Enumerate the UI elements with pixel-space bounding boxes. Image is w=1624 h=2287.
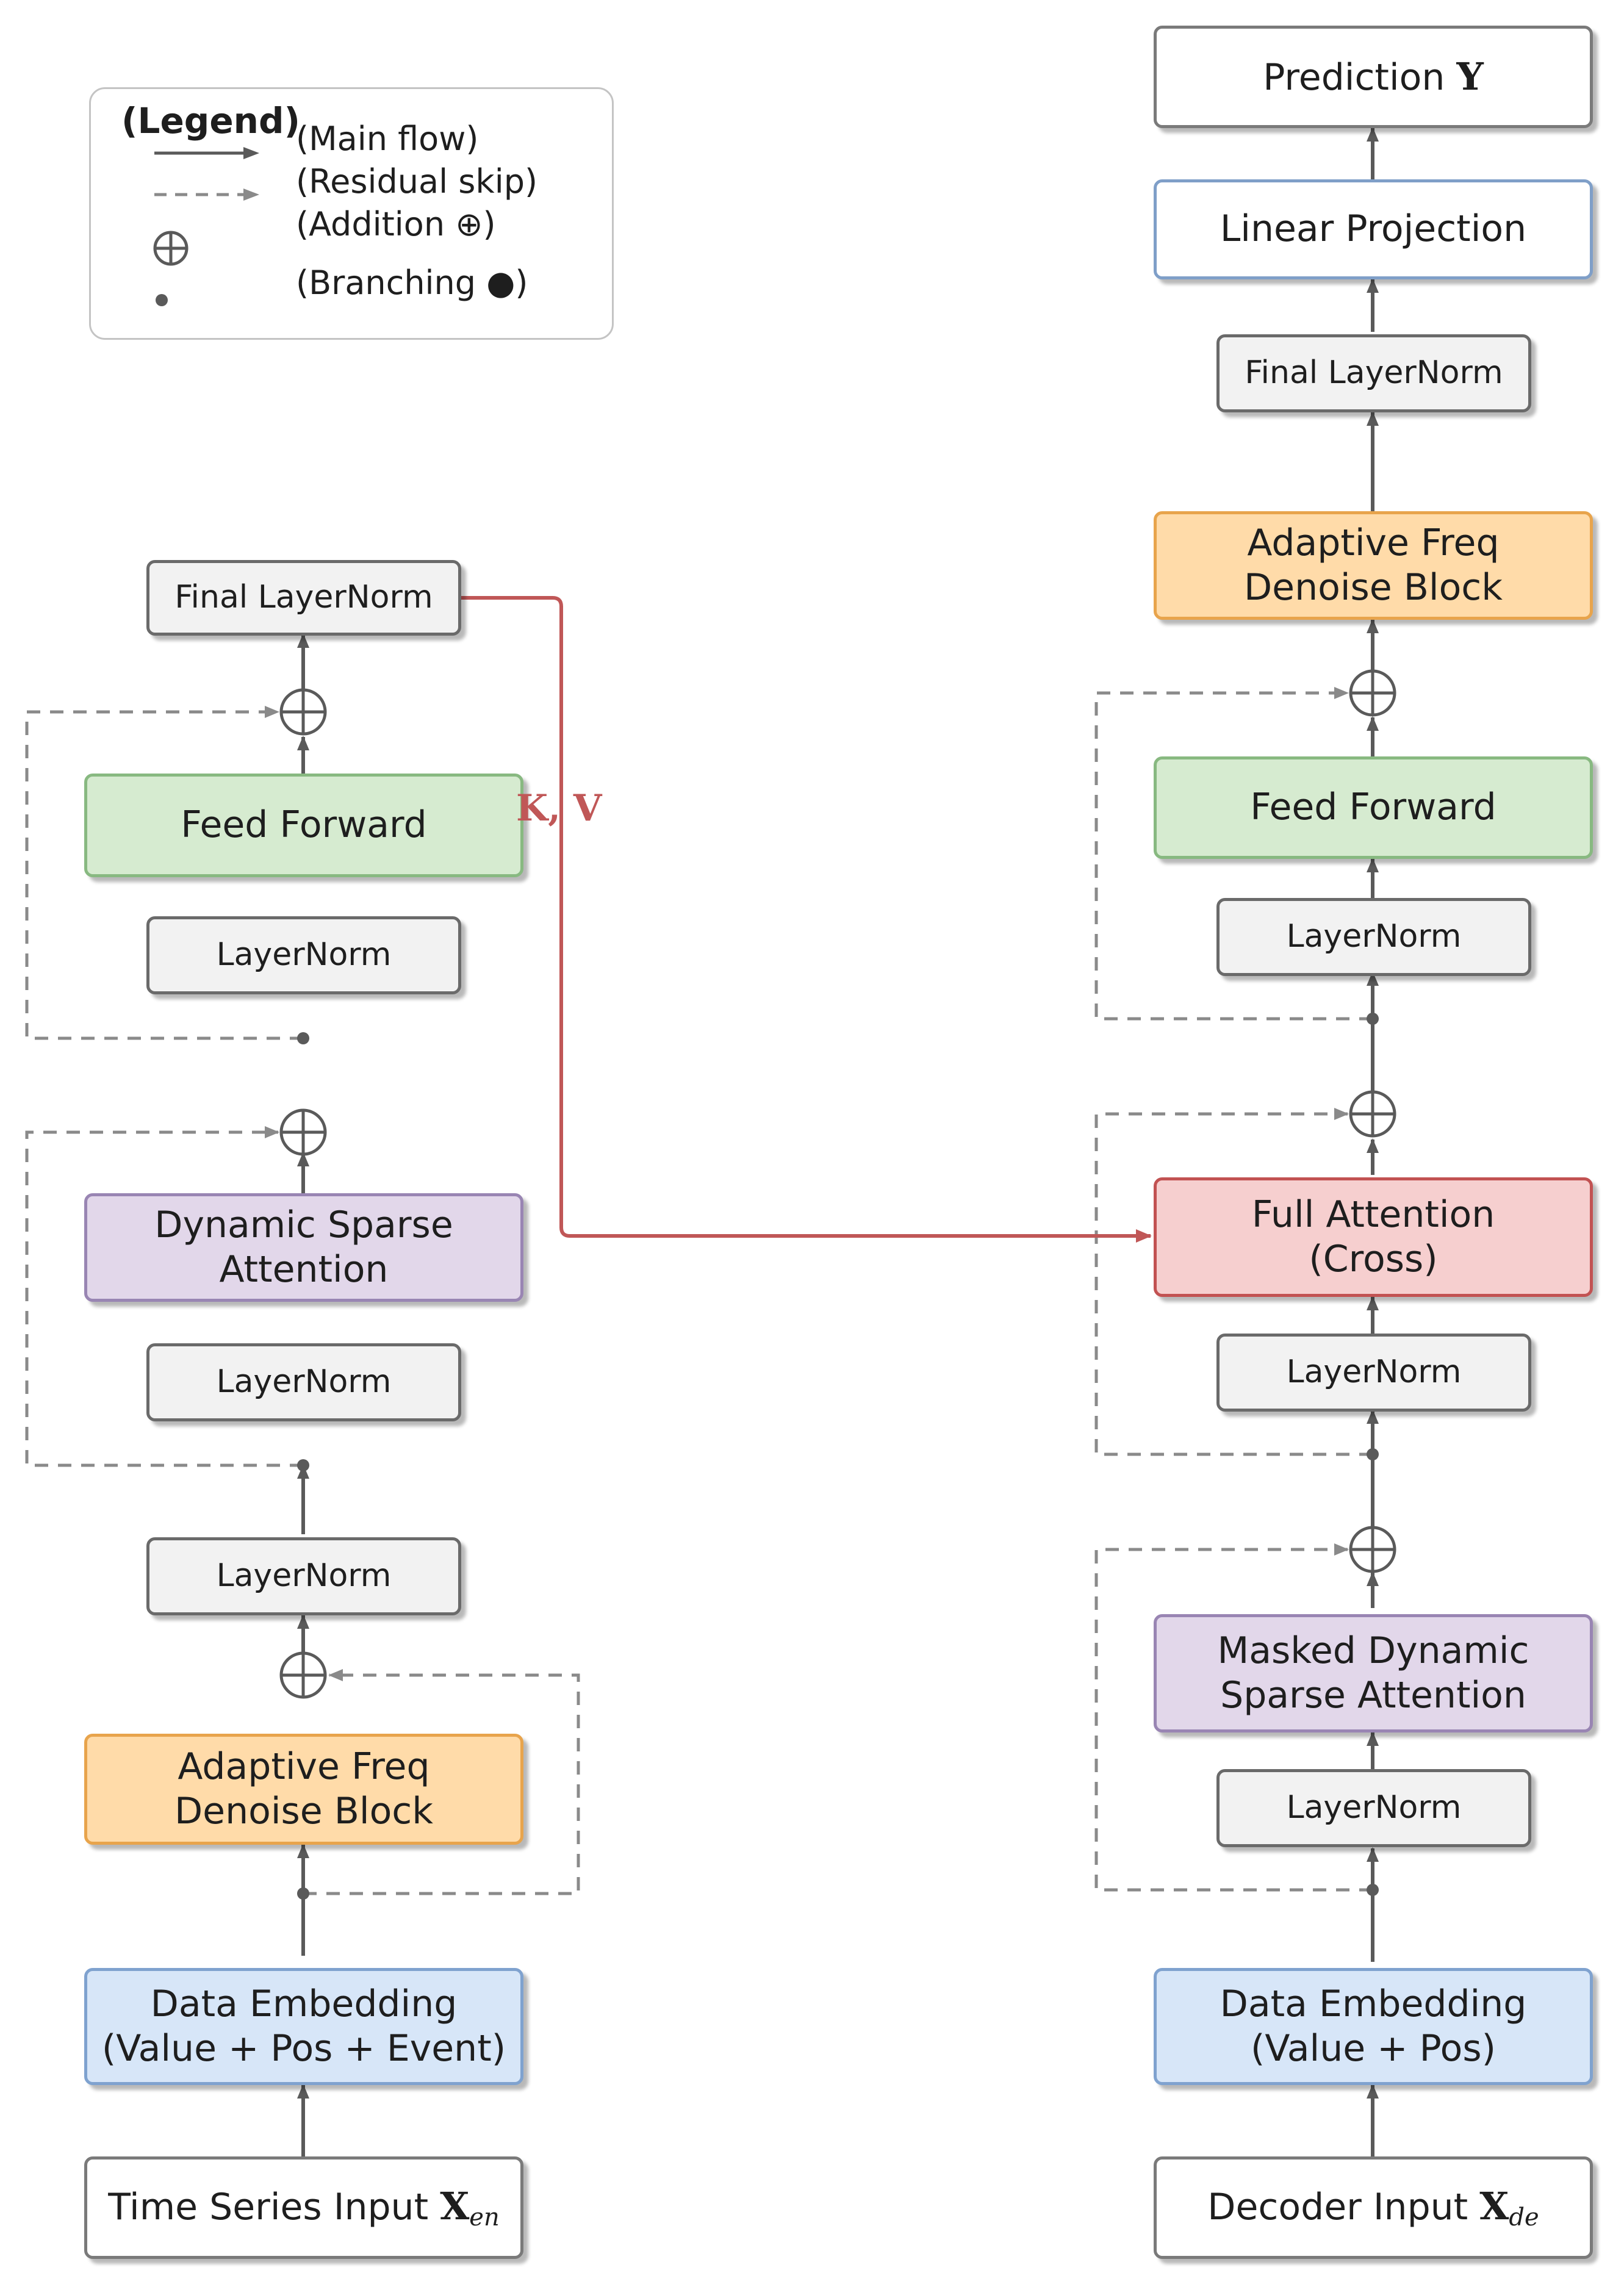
decoder-layernorm-1: LayerNorm [1216,1769,1531,1847]
cross-connection-arrow [461,596,1152,1243]
legend-title: (Legend) [121,100,300,142]
encoder-input-symbol: X [440,2183,470,2228]
encoder-branch-points [297,1032,309,1900]
decoder-linear-projection-label: Linear Projection [1220,207,1527,251]
decoder-input-subscript: de [1509,2203,1539,2231]
encoder-denoise-line2: Denoise Block [174,1790,434,1833]
decoder-final-layernorm-label: Final LayerNorm [1245,354,1503,392]
encoder-embedding-line1: Data Embedding [150,1982,458,2025]
decoder-layernorm-2-label: LayerNorm [1286,1354,1462,1391]
decoder-data-embedding-box: Data Embedding (Value + Pos) [1154,1968,1593,2085]
decoder-cross-attention-block: Full Attention (Cross) [1154,1177,1593,1297]
prediction-text: Prediction [1263,56,1457,99]
decoder-branch-points [1367,1013,1379,1896]
decoder-cross-attention-line1: Full Attention [1251,1193,1495,1236]
add-node-enc-denoise [279,1651,327,1699]
encoder-addition-nodes [279,688,327,1699]
encoder-layernorm-2: LayerNorm [146,1343,461,1421]
legend-main-flow-arrow-icon [154,147,259,159]
encoder-data-embedding-box: Data Embedding (Value + Pos + Event) [84,1968,523,2085]
decoder-input-symbol: X [1479,2183,1509,2228]
decoder-denoise-line1: Adaptive Freq [1247,521,1500,564]
add-node-enc-ffn [279,688,327,736]
encoder-layernorm-1: LayerNorm [146,1537,461,1615]
legend-residual-arrow-icon [154,188,259,201]
encoder-layernorm-3-label: LayerNorm [216,936,392,974]
legend-residual-label: (Residual skip) [296,162,538,201]
encoder-sparse-attention-block: Dynamic Sparse Attention [84,1193,523,1302]
decoder-embedding-line2: (Value + Pos) [1250,2027,1496,2070]
decoder-denoise-line2: Denoise Block [1243,566,1503,609]
legend-branching-dot-icon [156,294,168,306]
encoder-feed-forward-label: Feed Forward [181,803,427,847]
decoder-addition-nodes [1349,669,1396,1573]
encoder-attention-line1: Dynamic Sparse [154,1203,453,1246]
add-node-dec-masked [1349,1526,1396,1573]
decoder-layernorm-2: LayerNorm [1216,1334,1531,1412]
decoder-masked-attention-line2: Sparse Attention [1220,1674,1526,1717]
encoder-layernorm-3: LayerNorm [146,916,461,994]
decoder-masked-attention-block: Masked Dynamic Sparse Attention [1154,1614,1593,1732]
add-node-enc-attention [279,1108,327,1156]
legend: (Legend) (Main flow) (Residual skip) (Ad… [89,87,614,340]
legend-addition-label: (Addition ⊕) [296,205,496,243]
encoder-residual-skips [25,706,580,1895]
encoder-input-box: Time Series Input Xen [84,2156,523,2259]
legend-addition-icon [153,231,189,266]
prediction-symbol: Y [1456,54,1484,99]
decoder-embedding-line1: Data Embedding [1220,1982,1527,2025]
encoder-attention-line2: Attention [219,1248,389,1291]
legend-main-flow-label: (Main flow) [296,120,479,158]
decoder-linear-projection-box: Linear Projection [1154,179,1593,279]
add-node-dec-ffn [1349,669,1396,717]
decoder-masked-attention-line1: Masked Dynamic [1217,1629,1529,1672]
cross-kv-label: K, V [516,787,602,830]
encoder-final-layernorm: Final LayerNorm [146,560,461,636]
encoder-feed-forward-block: Feed Forward [84,774,523,877]
decoder-input-text: Decoder Input [1207,2185,1480,2228]
decoder-final-layernorm: Final LayerNorm [1216,334,1531,412]
add-node-dec-cross [1349,1090,1396,1138]
decoder-layernorm-1-label: LayerNorm [1286,1789,1462,1826]
decoder-layernorm-3: LayerNorm [1216,898,1531,976]
encoder-embedding-line2: (Value + Pos + Event) [101,2027,506,2070]
encoder-layernorm-2-label: LayerNorm [216,1363,392,1401]
decoder-layernorm-3-label: LayerNorm [1286,918,1462,955]
decoder-denoise-block: Adaptive Freq Denoise Block [1154,511,1593,620]
decoder-cross-attention-line2: (Cross) [1309,1238,1438,1280]
encoder-input-subscript: en [469,2203,500,2231]
decoder-feed-forward-label: Feed Forward [1250,786,1496,829]
encoder-final-layernorm-label: Final LayerNorm [174,579,433,616]
encoder-denoise-line1: Adaptive Freq [178,1745,430,1788]
encoder-input-text: Time Series Input [108,2185,440,2228]
encoder-denoise-block: Adaptive Freq Denoise Block [84,1734,523,1845]
decoder-feed-forward-block: Feed Forward [1154,756,1593,859]
decoder-input-box: Decoder Input Xde [1154,2156,1593,2259]
prediction-output-box: Prediction Y [1154,26,1593,128]
legend-branching-label: (Branching ●) [296,264,528,302]
decoder-residual-skips [1094,687,1373,1892]
encoder-layernorm-1-label: LayerNorm [216,1557,392,1595]
